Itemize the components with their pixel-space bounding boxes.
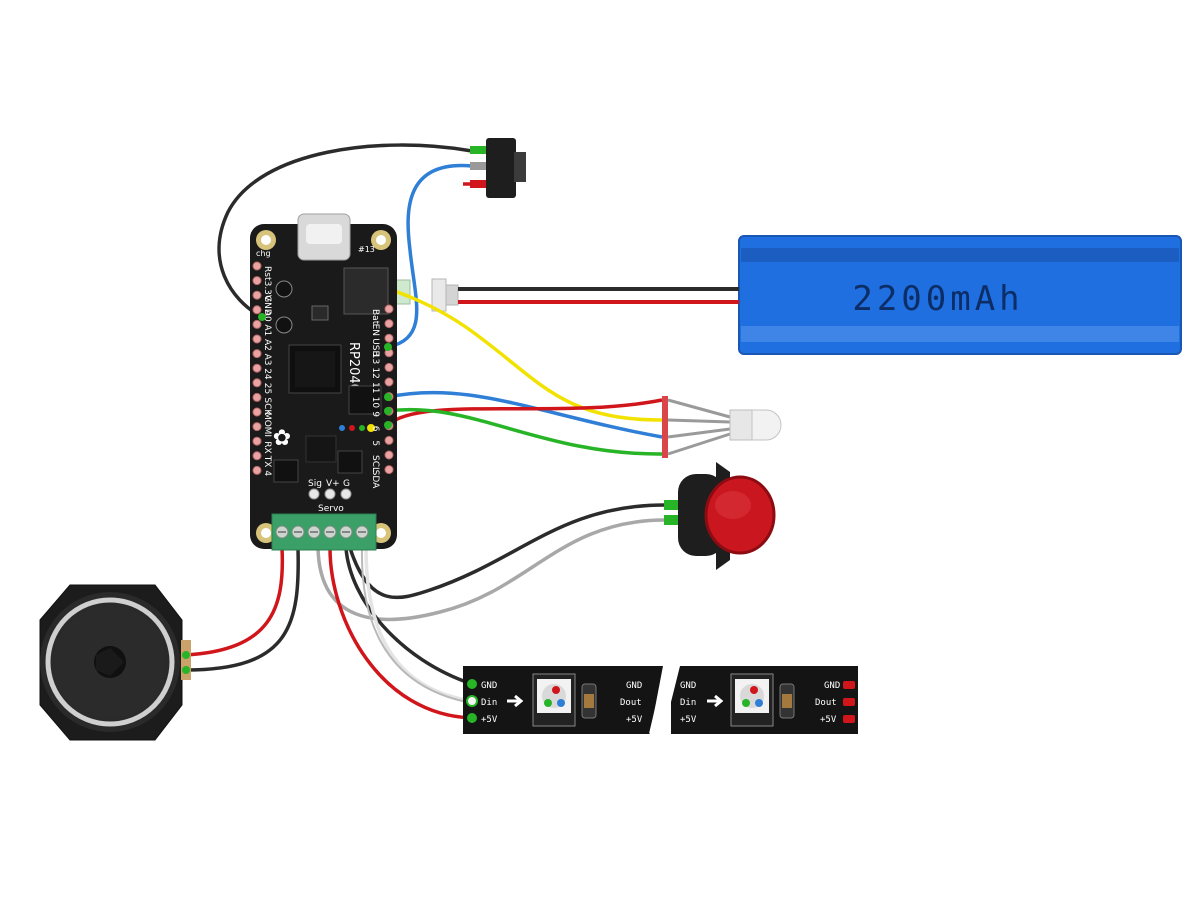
left-pin-label: SCK	[262, 397, 272, 416]
left-pin-pad	[252, 276, 262, 286]
left-pin-pad	[252, 349, 262, 359]
right-pin-label: 11	[370, 382, 380, 393]
pixel-2	[730, 673, 795, 727]
jst-connector	[395, 278, 459, 312]
right-pin-pad	[384, 450, 394, 460]
header-v: V+	[326, 479, 340, 489]
right-pin-pad	[384, 377, 394, 387]
left-pin-pad	[252, 465, 262, 475]
right-pin-label: USB	[370, 338, 380, 356]
left-pin-pad	[252, 378, 262, 388]
wire-switch-blue	[387, 163, 473, 349]
left-pin-pad	[252, 422, 262, 432]
header-sig: Sig	[308, 479, 322, 489]
strip-in-gnd: GND	[481, 681, 497, 691]
led13-label: #13	[358, 245, 375, 254]
left-pin-label: A3	[262, 354, 272, 366]
strip-mid-in-5v: +5V	[680, 715, 697, 725]
chg-label: chg	[256, 249, 271, 258]
left-pin-label: Rst	[262, 266, 272, 281]
right-pin-pad	[384, 304, 394, 314]
wire-led-green	[387, 407, 663, 456]
wire-switch-black	[217, 143, 473, 319]
right-pin-label: 9	[370, 411, 380, 417]
left-pin-pad	[252, 305, 262, 315]
left-pin-label: 25	[262, 383, 272, 394]
adafruit-logo-icon: ✿	[273, 426, 291, 451]
battery-capacity-label: 2200mAh	[852, 279, 1023, 319]
right-pin-pad	[384, 435, 394, 445]
left-pin-label: A1	[262, 324, 272, 336]
header-title: Servo	[318, 504, 344, 514]
header-g: G	[343, 479, 350, 489]
strip-out-5v: +5V	[820, 715, 837, 725]
left-pin-label: MO	[262, 412, 272, 427]
right-pin-label: 12	[370, 367, 380, 378]
right-pin-pad	[384, 362, 394, 372]
wire-strip-red	[328, 547, 473, 720]
wire-led-blue	[387, 390, 663, 439]
left-pin-label: A2	[262, 339, 272, 351]
wire-led-red	[386, 398, 663, 427]
left-pin-pad	[252, 392, 262, 402]
right-pin-label: 5	[370, 440, 380, 446]
right-pin-label: 6	[370, 426, 380, 432]
left-pin-pad	[252, 334, 262, 344]
left-pin-label: 24	[262, 368, 272, 380]
strip-mid-out-5v: +5V	[626, 715, 643, 725]
strip-in-din: Din	[481, 698, 497, 708]
lipo-battery: 2200mAh	[738, 235, 1182, 355]
right-pin-pad	[384, 319, 394, 329]
right-pin-pad	[384, 333, 394, 343]
left-pin-pad	[252, 407, 262, 417]
left-pin-pad	[252, 319, 262, 329]
strip-out-gnd: GND	[824, 681, 840, 691]
left-pin-pad	[252, 290, 262, 300]
rp2040-board: RP2040 ✿ chg #13 Sig V+ G Servo Rst3.3VG…	[250, 213, 397, 551]
strip-mid-in-din: Din	[680, 698, 696, 708]
strip-out-dout: Dout	[815, 698, 837, 708]
reset-button	[275, 316, 293, 334]
data-arrow-icon	[507, 694, 524, 708]
right-pin-label: Bat	[370, 309, 380, 325]
left-pin-label: MI	[262, 427, 272, 437]
left-pin-label: A0	[262, 310, 272, 322]
right-pin-label: EN	[370, 324, 380, 336]
wire-speaker-black	[185, 547, 300, 672]
pixel-1	[532, 673, 597, 727]
neopixel-strip: GND Din +5V GND Dout +5V GND Din +5V GND…	[463, 665, 858, 735]
left-pin-pad	[252, 363, 262, 373]
wire-strip-white	[364, 547, 473, 703]
left-pin-label: RX	[262, 441, 272, 453]
strip-mid-out-dout: Dout	[620, 698, 642, 708]
strip-mid-in-gnd: GND	[680, 681, 696, 691]
chip-label: RP2040	[346, 342, 361, 392]
slide-switch	[470, 138, 526, 198]
strip-in-5v: +5V	[481, 715, 498, 725]
wire-strip-black	[344, 547, 473, 686]
boot-button	[275, 280, 293, 298]
right-pin-pad	[384, 465, 394, 475]
rgb-led	[662, 396, 782, 458]
wire-button-black	[348, 503, 666, 600]
right-pin-label: 10	[370, 397, 380, 409]
left-pin-label: TX	[262, 455, 272, 468]
right-pin-label: SCL	[370, 455, 380, 472]
data-arrow-icon	[707, 694, 724, 708]
wire-strip-gray	[360, 547, 473, 704]
left-pin-label: 4	[262, 470, 272, 476]
left-pin-pad	[252, 436, 262, 446]
left-pin-label: 3.3V	[262, 281, 272, 302]
left-pin-label: GND	[262, 295, 272, 316]
right-pin-label: 13	[370, 353, 380, 364]
arcade-button	[664, 462, 776, 570]
right-pin-label: SDA	[370, 470, 380, 489]
left-pin-pad	[252, 261, 262, 271]
wire-speaker-red	[185, 547, 285, 657]
speaker	[39, 584, 191, 741]
strip-mid-out-gnd: GND	[626, 681, 642, 691]
left-pin-pad	[252, 451, 262, 461]
